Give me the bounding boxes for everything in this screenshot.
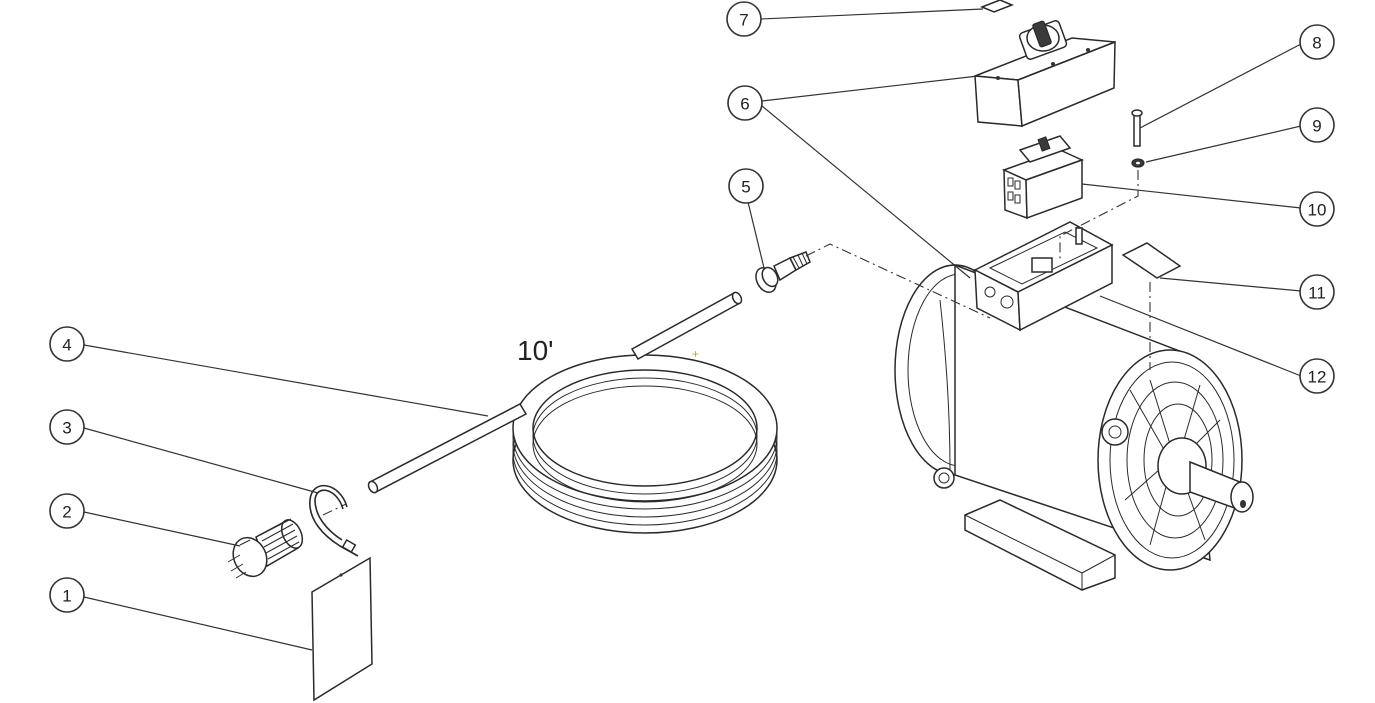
part-motor (894, 221, 1254, 591)
leader-lines (83, 8, 1302, 651)
part-power-cord: 10' + (367, 291, 778, 534)
callout-6: 6 (727, 85, 763, 121)
part-switch-cover (974, 20, 1116, 128)
callout-3: 3 (49, 409, 85, 445)
part-strain-relief (755, 251, 811, 293)
part-tag-plate (311, 556, 373, 702)
svg-text:11: 11 (1308, 284, 1326, 303)
part-plug (227, 518, 304, 579)
svg-text:+: + (692, 347, 699, 361)
callout-7: 7 (726, 1, 762, 37)
callout-12: 12 (1299, 358, 1335, 394)
part-motor-label (1121, 242, 1182, 279)
part-cable-tie (309, 484, 359, 557)
part-switch-starter (1002, 135, 1084, 220)
svg-text:4: 4 (62, 336, 71, 355)
callout-1: 1 (49, 577, 85, 613)
callout-4: 4 (49, 326, 85, 362)
callout-5: 5 (728, 168, 764, 204)
part-screw (1131, 109, 1143, 147)
part-washer (1131, 158, 1145, 168)
callout-2: 2 (49, 493, 85, 529)
svg-text:10: 10 (1308, 201, 1327, 220)
svg-text:5: 5 (741, 178, 750, 197)
svg-text:6: 6 (740, 95, 749, 114)
svg-text:12: 12 (1308, 368, 1327, 387)
svg-text:3: 3 (62, 419, 71, 438)
callout-11: 11 (1299, 274, 1335, 310)
svg-text:2: 2 (62, 503, 71, 522)
callout-9: 9 (1299, 107, 1335, 143)
svg-text:9: 9 (1312, 117, 1321, 136)
callout-10: 10 (1299, 191, 1335, 227)
svg-text:8: 8 (1312, 34, 1321, 53)
cord-length-label: 10' (517, 335, 554, 366)
svg-text:1: 1 (62, 587, 71, 606)
part-switch-label (979, 0, 1015, 13)
assembly-lines (322, 170, 1151, 516)
callout-8: 8 (1299, 24, 1335, 60)
svg-text:7: 7 (739, 11, 748, 30)
